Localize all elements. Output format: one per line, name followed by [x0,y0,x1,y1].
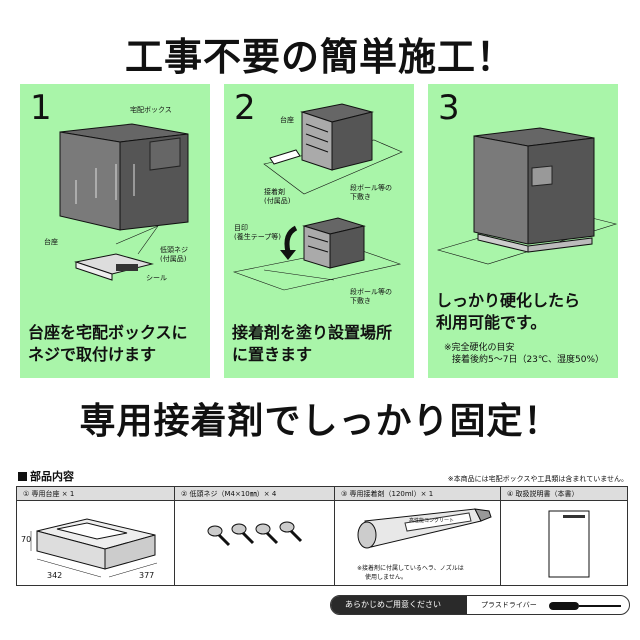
part-header: ④ 取扱説明書（本書） [501,487,627,501]
part-cell-screws: ② 低頭ネジ（M4×10㎜）× 4 [175,487,335,585]
box-with-base-illustration [59,123,189,281]
tube-label: 高性能コンクリート [409,518,455,524]
label-adhesive-1: 接着剤 [264,188,285,196]
part-cell-manual: ④ 取扱説明書（本書） [501,487,627,585]
parts-section-title: 部品内容 [18,468,74,484]
parts-disclaimer: ※本商品には宅配ボックスや工具類は含まれていません。 [447,475,628,483]
step-caption-line1: しっかり硬化したら [436,291,581,310]
label-mark-2: (養生テープ等) [234,233,282,241]
label-cardboard-1a: 段ボール等の [350,184,392,192]
label-base: 台座 [44,238,58,246]
prepare-label: あらかじめご用意ください [331,596,467,614]
dim-depth: 377 [139,571,155,580]
cured-box-illustration [436,127,618,265]
label-cardboard-2b: 下敷き [350,297,371,305]
adhesive-tube-illustration [357,508,492,549]
adhesive-note-2: 使用しません。 [365,574,407,581]
base-part-illustration [30,518,158,578]
parts-title-text: 部品内容 [30,470,74,483]
cure-note-line2: 接着後約5～7日（23℃、湿度50%） [452,355,605,365]
label-base: 台座 [280,116,294,124]
step-panel-3: 3 しっかり硬化したら 利用可能です。 ※完全硬化の目安 接着後約5～7日（23… [428,84,618,378]
label-screw-1: 低頭ネジ [160,246,188,254]
dim-width: 342 [47,571,63,580]
step-number: 2 [234,88,256,128]
part-cell-base: ① 専用台座 × 1 70 342 377 [17,487,175,585]
dim-height: 70 [21,535,32,544]
label-delivery-box: 宅配ボックス [130,106,172,114]
label-cardboard-1b: 下敷き [350,193,371,201]
part-cell-adhesive: ③ 専用接着剤（120ml）× 1 高性能コンクリート ※接着剤に付属しているヘ… [335,487,501,585]
part-header: ① 専用台座 × 1 [17,487,174,501]
step-caption-line1: 接着剤を塗り設置場所 [232,323,393,342]
step-panel-2: 2 台座 接着剤 (付属品) 段ボール等の 下敷き 目印 (養生テープ等) 段ボ… [224,84,414,378]
tool-label: プラスドライバー [481,601,537,609]
part-header: ③ 専用接着剤（120ml）× 1 [335,487,500,501]
install-illustration [232,103,403,291]
label-screw-2: (付属品) [160,255,187,263]
part-header: ② 低頭ネジ（M4×10㎜）× 4 [175,487,334,501]
adhesive-note-1: ※接着剤に付属しているヘラ、ノズルは [357,565,464,572]
label-cardboard-2a: 段ボール等の [350,288,392,296]
step-number: 1 [30,88,52,128]
step-caption-line1: 台座を宅配ボックスに [28,323,188,342]
step-number: 3 [438,88,460,128]
screws-illustration [207,521,303,547]
prepare-tools-bar: あらかじめご用意ください プラスドライバー [330,595,630,615]
step-panel-1: 1 宅配ボックス 台座 低頭ネジ (付属品) シール 台座を宅配ボックスに ネジ… [20,84,210,378]
parts-table: ① 専用台座 × 1 70 342 377 ② 低頭ネジ（M4×10㎜）× 4 … [16,486,628,586]
step-caption-line2: 利用可能です。 [436,313,547,332]
step-caption-line2: ネジで取付けます [28,345,157,364]
step-caption-line2: に置きます [232,345,313,364]
screwdriver-icon [549,602,621,610]
label-mark-1: 目印 [234,224,248,232]
manual-illustration [548,510,590,578]
cure-note-line1: ※完全硬化の目安 [444,343,515,353]
headline-top: 工事不要の簡単施工！ [124,35,515,79]
label-adhesive-2: (付属品) [264,197,291,205]
label-seal: シール [146,274,167,282]
headline-bottom: 専用接着剤でしっかり固定！ [79,401,561,442]
